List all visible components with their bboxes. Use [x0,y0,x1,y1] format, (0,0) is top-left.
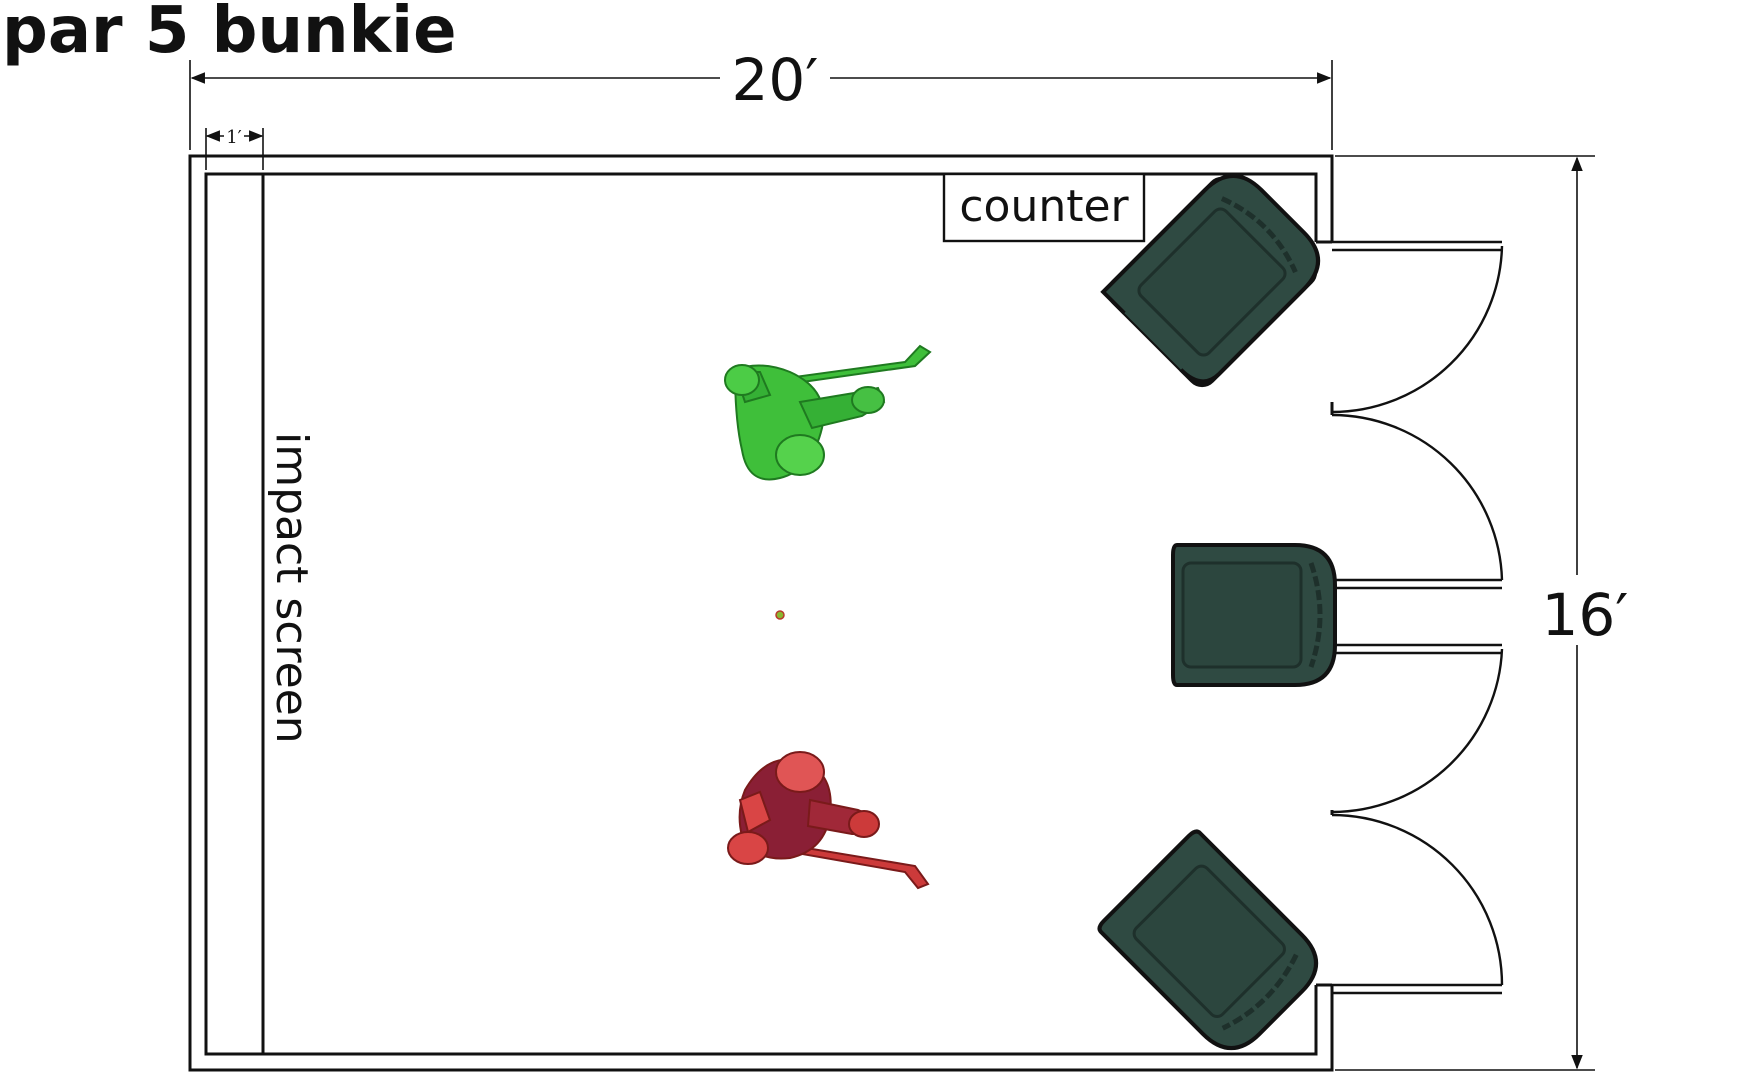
width-dimension: 20′ [189,46,1333,150]
armchair-top [1100,174,1320,388]
counter-label: counter [959,181,1129,232]
golf-ball [775,610,785,620]
golfer-red [727,751,930,890]
width-label: 20′ [732,46,819,114]
height-label: 16′ [1542,581,1629,649]
door-4[interactable] [1331,813,1504,995]
impact-screen-label: impact screen [266,432,317,744]
door-1[interactable] [1331,240,1504,414]
armchair-bottom [1097,829,1318,1050]
counter: counter [942,172,1146,243]
height-dimension: 16′ [1335,155,1629,1071]
armchair-middle [1171,543,1337,687]
impact-screen: impact screen [261,174,317,1054]
screen-depth-dimension: 1′ [205,124,264,170]
golfer-green [724,344,932,481]
door-2[interactable] [1331,413,1504,590]
door-3[interactable] [1331,643,1504,814]
page-title: par 5 bunkie [2,0,457,68]
screen-depth-label: 1′ [226,127,242,148]
